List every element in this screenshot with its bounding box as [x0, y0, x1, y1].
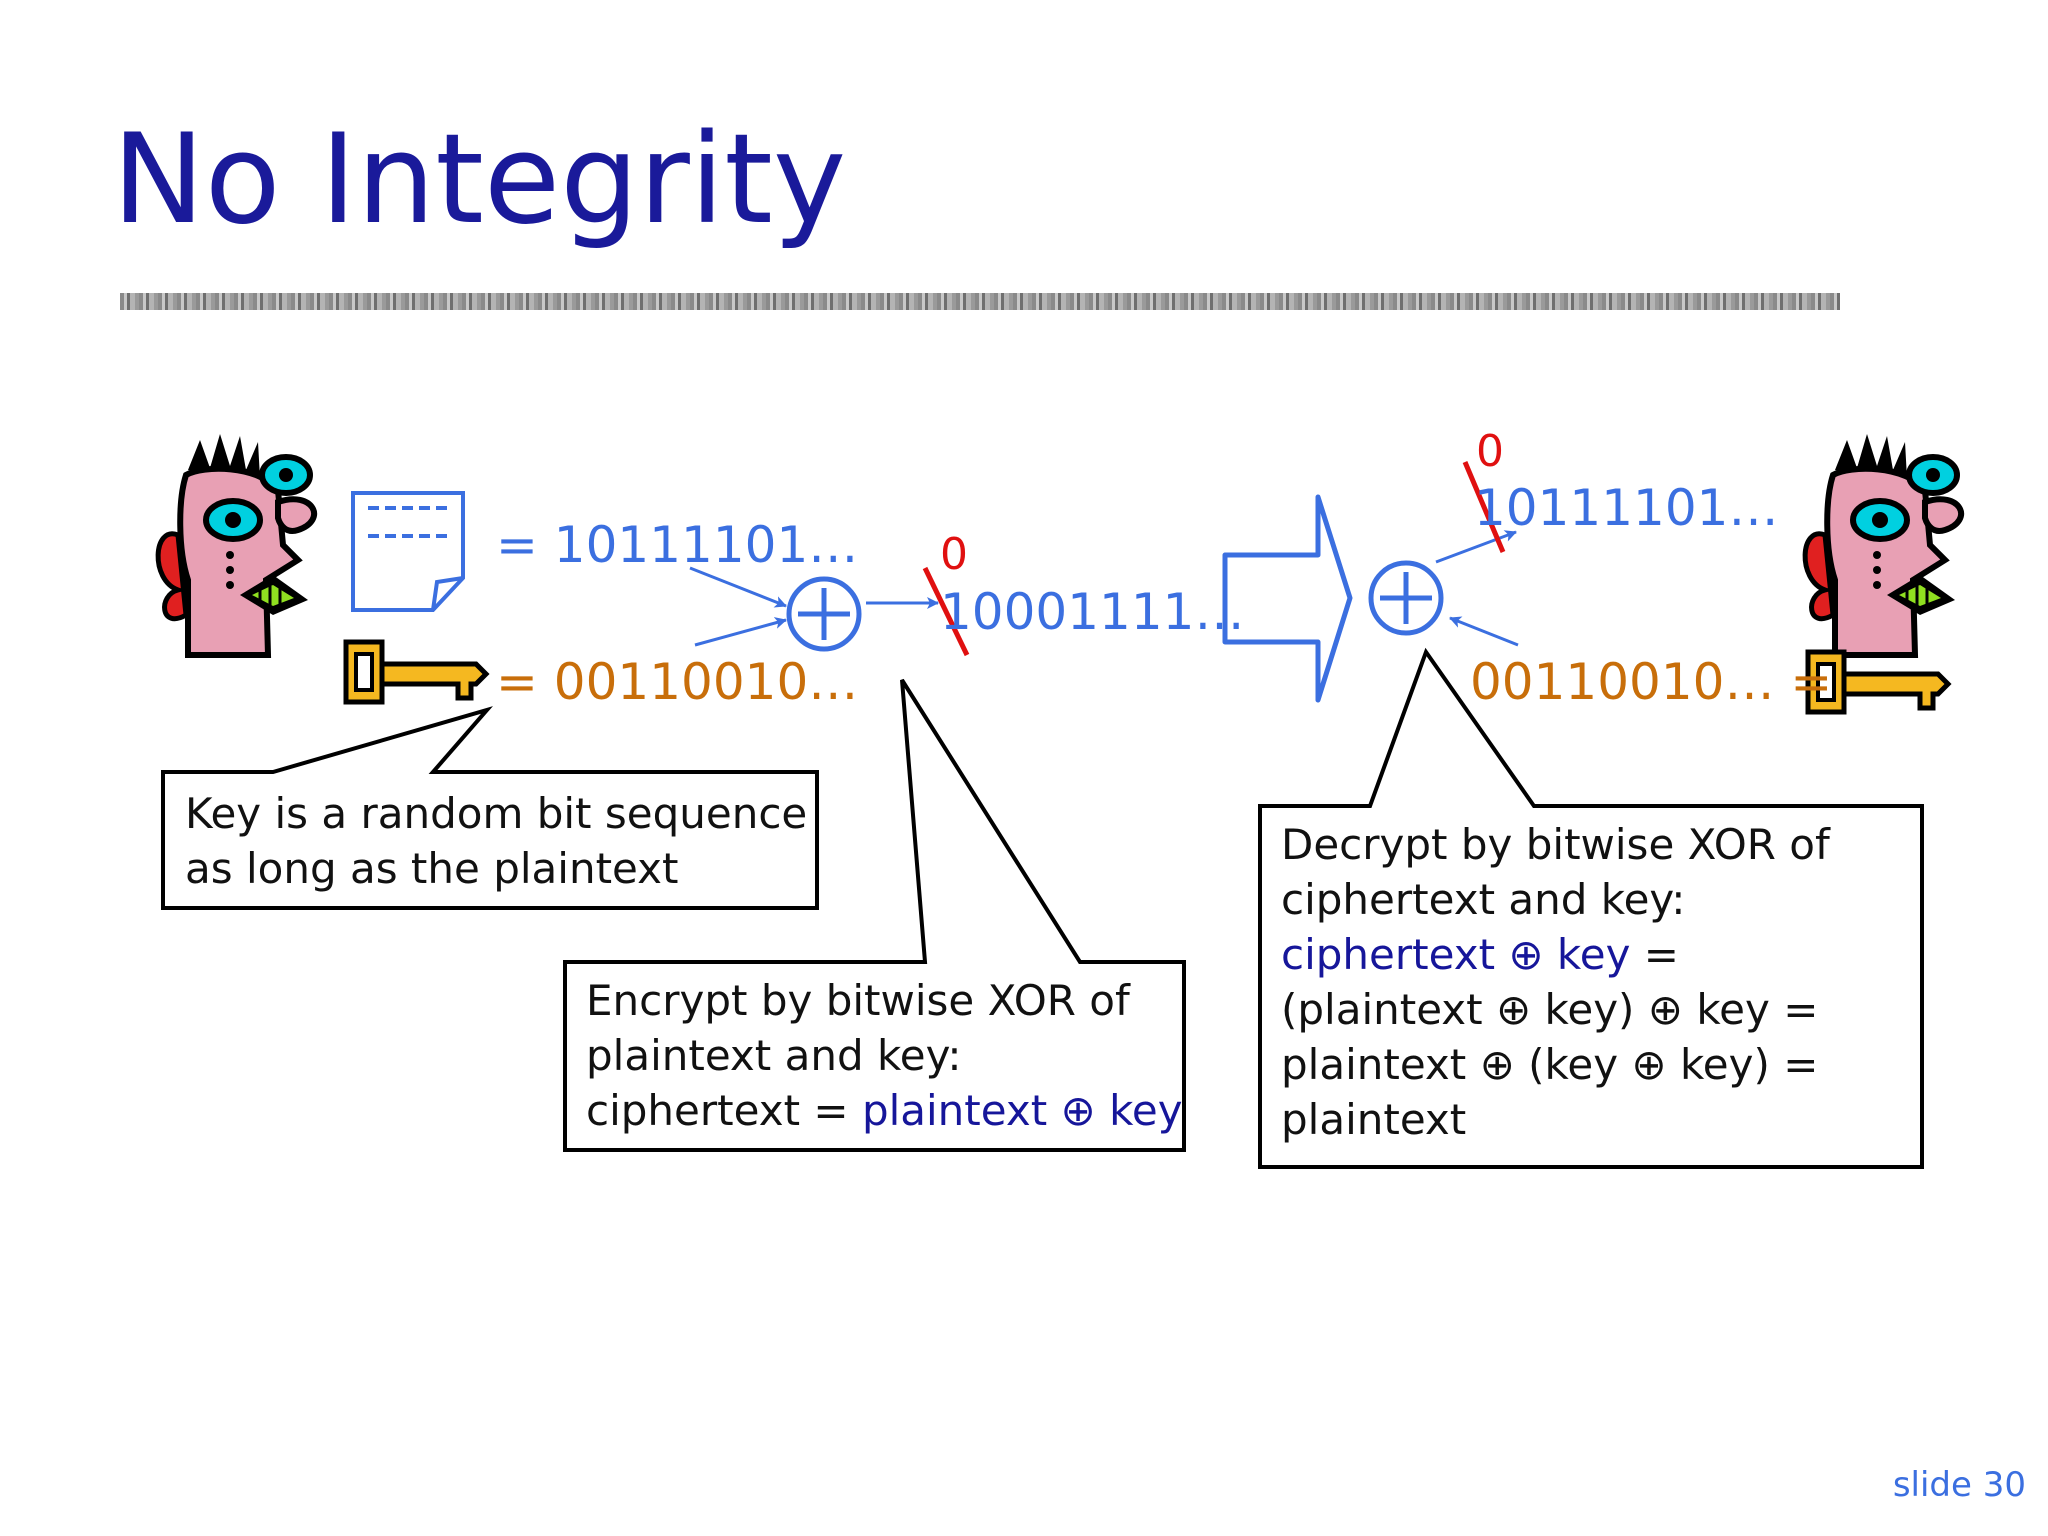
decrypt-callout-box	[1258, 647, 1924, 1169]
slide-title: No Integrity	[112, 108, 847, 252]
right-arrow-icon	[1222, 494, 1353, 703]
document-icon	[351, 491, 465, 612]
key-callout-text: Key is a random bit sequence as long as …	[185, 789, 808, 893]
plaintext-bits: = 10111101…	[496, 516, 859, 574]
flipped-bit: 0	[1476, 426, 1504, 477]
key-icon	[346, 642, 486, 702]
tamper-strike	[922, 566, 970, 657]
receiver-key-bits: 00110010… =	[1470, 653, 1833, 711]
key-bits: = 00110010…	[496, 653, 859, 711]
bob-face-icon	[1805, 434, 1961, 655]
xor-icon	[1368, 560, 1444, 636]
ciphertext-bits: 10001111…	[940, 583, 1245, 641]
slide-number: slide 30	[1892, 1465, 2026, 1505]
encrypt-callout-box	[563, 678, 1186, 1152]
flipped-bit: 0	[940, 529, 968, 580]
decrypted-bits: 10111101…	[1474, 479, 1779, 537]
xor-icon	[786, 576, 862, 652]
title-divider	[120, 293, 1840, 310]
flow-arrows	[689, 530, 1519, 647]
decrypt-callout-text: Decrypt by bitwise XOR of ciphertext and…	[1281, 820, 1830, 1144]
key-callout-box	[161, 706, 819, 910]
decrypt-formula: ciphertext ⊕ key	[1281, 930, 1631, 979]
tamper-strike	[1462, 461, 1506, 553]
alice-face-icon	[158, 434, 314, 655]
encrypt-callout-text: Encrypt by bitwise XOR of plaintext and …	[586, 976, 1183, 1135]
encrypt-formula: plaintext ⊕ key	[861, 1086, 1183, 1135]
